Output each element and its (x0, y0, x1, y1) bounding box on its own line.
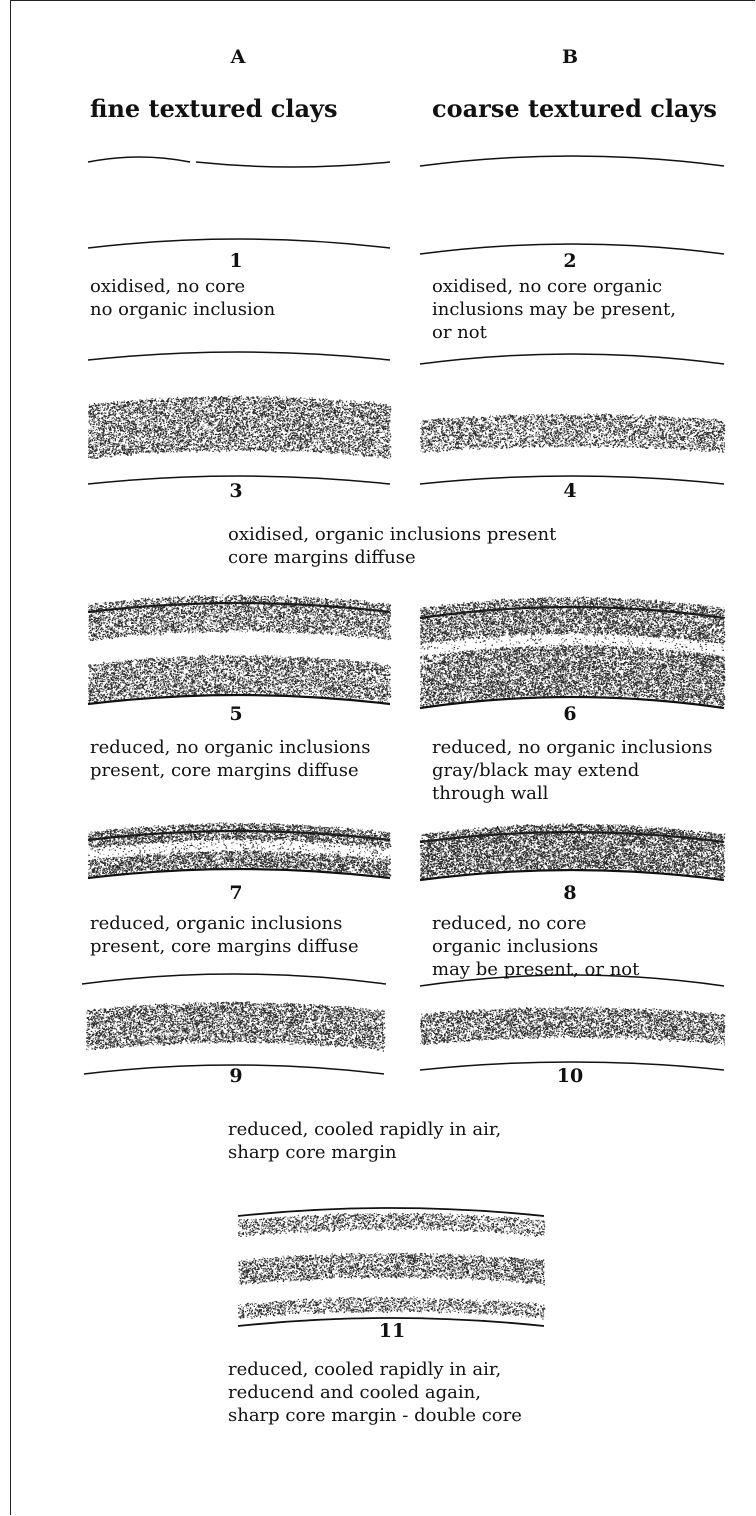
sherd-3 (88, 352, 391, 484)
column-b-title: coarse textured clays (432, 94, 717, 123)
core-stipple (88, 395, 391, 459)
caption-2: oxidised, no core organic inclusions may… (432, 275, 676, 344)
sample-number-11: 11 (372, 1320, 412, 1342)
outer-core-stipple (238, 1213, 545, 1237)
core-stipple (420, 1006, 725, 1045)
sherd-10 (420, 975, 725, 1070)
caption-7: reduced, organic inclusions present, cor… (90, 912, 359, 958)
inner-wall-line (88, 239, 390, 248)
core-stipple (420, 413, 725, 453)
sherd-11 (238, 1208, 545, 1326)
sample-number-6: 6 (550, 703, 590, 725)
middle-core-stipple (238, 1252, 545, 1285)
outer-wall-line (420, 354, 724, 364)
caption-8: reduced, no core organic inclusions may … (432, 912, 639, 981)
caption-6: reduced, no organic inclusions gray/blac… (432, 736, 713, 805)
sample-number-8: 8 (550, 882, 590, 904)
inner-wall-line (420, 870, 724, 880)
caption-5: reduced, no organic inclusions present, … (90, 736, 371, 782)
column-b-letter: B (550, 46, 590, 68)
sherd-9 (82, 974, 386, 1074)
sherd-1 (88, 157, 390, 248)
column-a-title: fine textured clays (90, 94, 338, 123)
sample-number-3: 3 (216, 480, 256, 502)
sherd-4 (420, 354, 725, 484)
sherd-2 (420, 156, 724, 254)
caption-11: reduced, cooled rapidly in air, reducend… (228, 1358, 522, 1427)
caption-1: oxidised, no core no organic inclusion (90, 275, 275, 321)
outer-wall-line (420, 156, 724, 166)
outer-stipple (88, 594, 391, 641)
sample-number-9: 9 (216, 1065, 256, 1087)
caption-9-10: reduced, cooled rapidly in air, sharp co… (228, 1118, 501, 1164)
caption-3-4: oxidised, organic inclusions present cor… (228, 523, 556, 569)
sample-number-10: 10 (550, 1065, 590, 1087)
sample-number-7: 7 (216, 882, 256, 904)
sample-number-2: 2 (550, 250, 590, 272)
inner-core-stipple (238, 1296, 545, 1319)
sherd-5 (88, 594, 391, 704)
sample-number-1: 1 (216, 250, 256, 272)
outer-wall-line (88, 157, 190, 162)
core-stipple (86, 1001, 386, 1051)
outer-wall-line (196, 162, 390, 167)
outer-wall-line (88, 352, 390, 360)
outer-wall-line (82, 974, 386, 984)
sherd-8 (420, 823, 725, 880)
sample-number-4: 4 (550, 480, 590, 502)
sample-number-5: 5 (216, 703, 256, 725)
sherd-7 (88, 822, 391, 878)
sherd-6 (420, 596, 725, 708)
column-a-letter: A (218, 46, 258, 68)
